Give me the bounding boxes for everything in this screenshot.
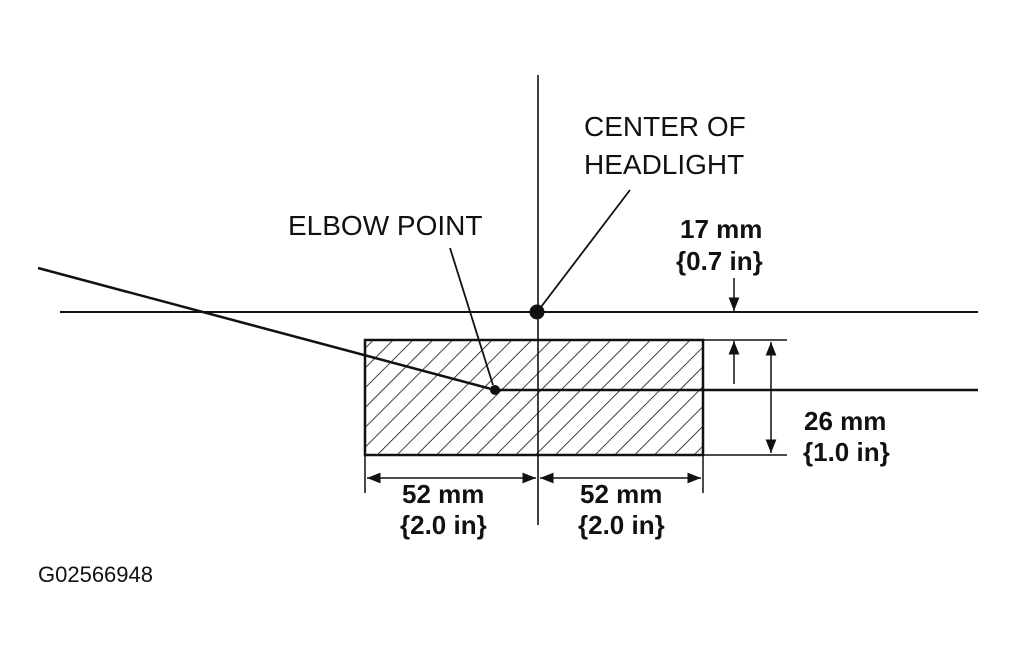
elbow-leader-line xyxy=(449,247,494,386)
offset-in-label: {0.7 in} xyxy=(676,246,763,276)
offset-mm-label: 17 mm xyxy=(680,214,762,244)
height-in-label: {1.0 in} xyxy=(803,437,890,467)
left-width-in-label: {2.0 in} xyxy=(400,510,487,540)
center-of-headlight-label-line2: HEADLIGHT xyxy=(584,149,744,180)
headlight-center-dot xyxy=(529,304,545,320)
center-leader-line xyxy=(540,189,631,308)
right-width-mm-label: 52 mm xyxy=(580,479,662,509)
elbow-point-label: ELBOW POINT xyxy=(288,210,482,241)
right-width-in-label: {2.0 in} xyxy=(578,510,665,540)
elbow-point-dot xyxy=(490,385,500,395)
center-of-headlight-label-line1: CENTER OF xyxy=(584,111,746,142)
height-mm-label: 26 mm xyxy=(804,406,886,436)
figure-id-label: G02566948 xyxy=(38,562,153,587)
aiming-zone-box xyxy=(363,338,705,457)
left-width-mm-label: 52 mm xyxy=(402,479,484,509)
